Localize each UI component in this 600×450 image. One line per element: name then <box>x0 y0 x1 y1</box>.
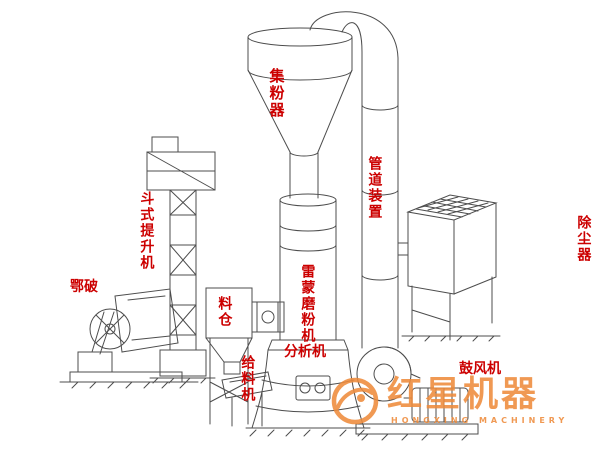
label-bucket-elevator: 斗式提升机 <box>138 191 155 271</box>
label-raymond-mill: 雷蒙磨粉机 <box>299 264 316 344</box>
brand-watermark: 红星机器 HONGXING MACHINERY <box>330 376 568 426</box>
brand-logo-icon <box>331 377 379 425</box>
jaw-crusher-drawing <box>59 288 199 383</box>
pipe-device-drawing <box>309 11 399 349</box>
feed-bin-drawing <box>205 287 253 425</box>
label-feeder: 给料机 <box>239 355 256 403</box>
label-analyzer: 分析机 <box>284 344 326 360</box>
feeder-drawing <box>221 371 273 427</box>
label-pipe-device: 管道装置 <box>366 156 383 220</box>
blower-drawing <box>355 346 479 435</box>
label-blower: 鼓风机 <box>459 361 501 377</box>
brand-subtitle: HONGXING MACHINERY <box>391 415 569 425</box>
label-jaw-crusher: 鄂破 <box>70 279 98 295</box>
cyclone-collector-drawing <box>247 27 353 199</box>
dust-collector-drawing <box>397 194 501 341</box>
bucket-elevator-drawing <box>146 136 216 379</box>
label-feed-bin: 料仓 <box>216 296 233 328</box>
label-powder-collector: 集粉器 <box>267 68 286 119</box>
brand-name: 红星机器 <box>387 374 540 415</box>
brand-text-block: 红星机器 HONGXING MACHINERY <box>387 374 569 425</box>
ground-hatch-lines <box>71 335 495 441</box>
label-dust-collector: 除尘器 <box>575 215 592 263</box>
